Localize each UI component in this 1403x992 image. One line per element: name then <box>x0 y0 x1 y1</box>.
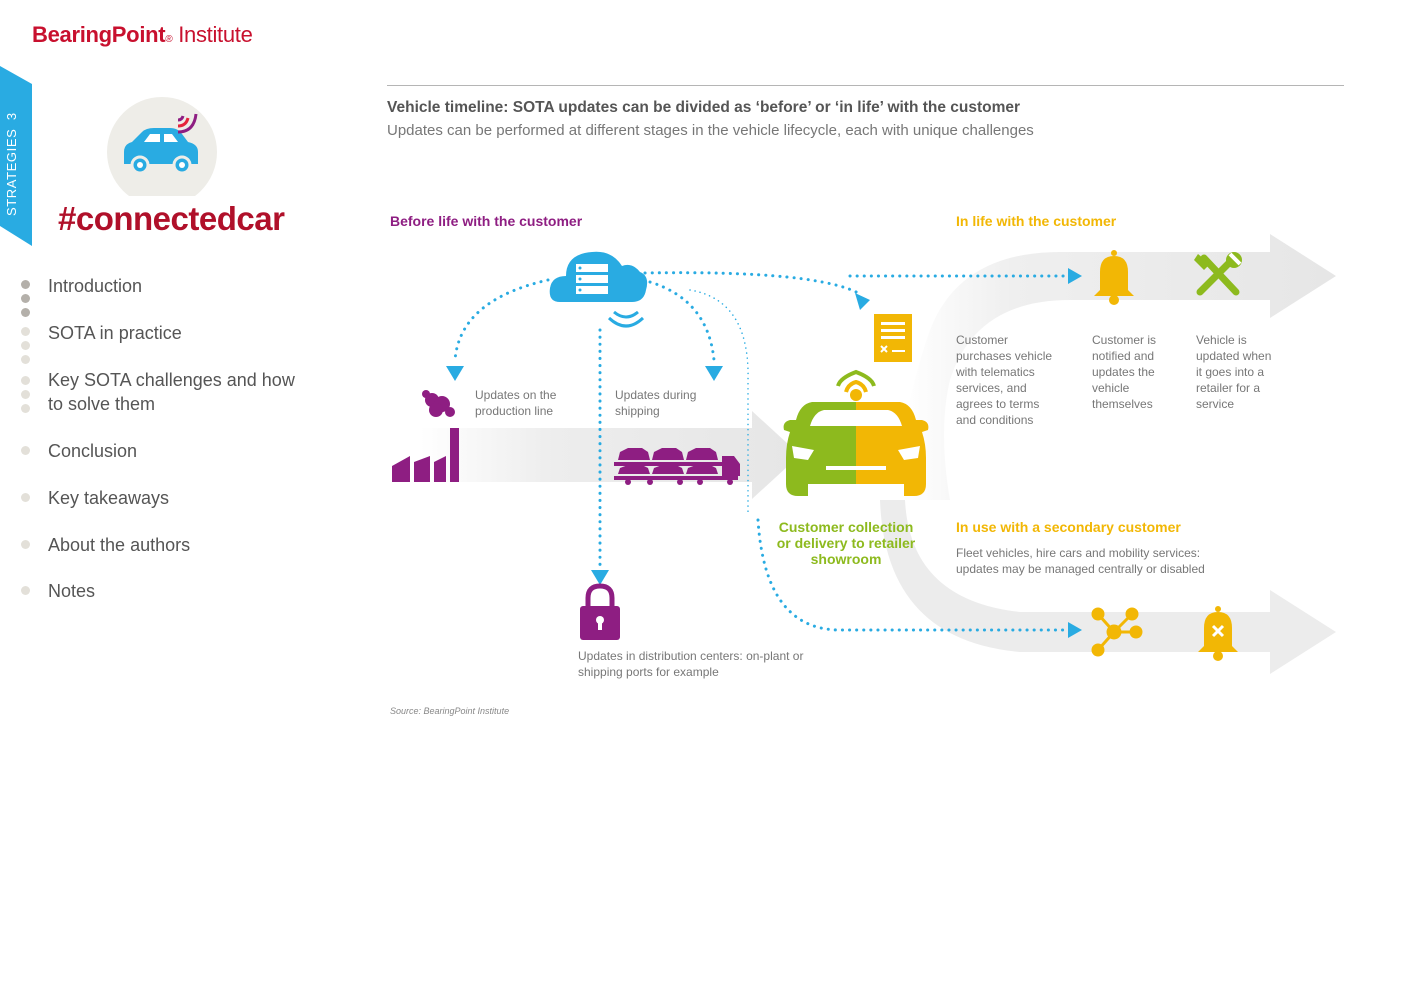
nav-dot <box>21 493 30 502</box>
figure-subtitle: Updates can be performed at different st… <box>387 122 1034 139</box>
padlock-icon <box>580 583 620 640</box>
shipping-label: Updates during shipping <box>615 388 697 418</box>
secondary-customer-desc: Fleet vehicles, hire cars and mobility s… <box>956 546 1205 576</box>
cloud-server-icon <box>549 251 648 328</box>
nav-sota-in-practice[interactable]: SOTA in practice <box>48 323 182 343</box>
nav-dot <box>21 540 30 549</box>
nav-dot <box>21 327 30 336</box>
bearingpoint-logo: BearingPoint® Institute <box>32 22 253 47</box>
source-note: Source: BearingPoint Institute <box>390 706 510 716</box>
nav-dot <box>21 446 30 455</box>
bell-icon <box>1094 250 1134 305</box>
before-life-header: Before life with the customer <box>390 213 583 229</box>
nav-introduction[interactable]: Introduction <box>48 276 143 296</box>
production-line-label: Updates on the production line <box>475 388 557 418</box>
nav-dot <box>21 390 30 399</box>
connected-car-icon <box>107 97 217 196</box>
nav-dot <box>21 355 30 364</box>
nav-dot <box>21 376 30 385</box>
factory-icon <box>392 390 459 482</box>
nav-conclusion[interactable]: Conclusion <box>48 441 138 461</box>
connected-car-icon <box>783 369 929 496</box>
nav-dot <box>21 341 30 350</box>
network-icon <box>1091 607 1143 657</box>
step-notified-label: Customer is notified and updates the veh… <box>1092 333 1157 411</box>
figure-title: Vehicle timeline: SOTA updates can be di… <box>387 99 1021 116</box>
nav-dot <box>21 404 30 413</box>
nav-dot <box>21 586 30 595</box>
vehicle-timeline-diagram <box>392 234 1336 674</box>
nav-dot <box>21 308 30 317</box>
in-life-header: In life with the customer <box>956 213 1117 229</box>
contract-icon <box>874 314 912 362</box>
section-tab-label: STRATEGIES 3 <box>4 112 19 216</box>
header-rule <box>387 85 1344 86</box>
distribution-label: Updates in distribution centers: on-plan… <box>578 649 804 679</box>
nav-key-challenges[interactable]: Key SOTA challenges and how to solve the… <box>48 370 295 414</box>
step-purchase-label: Customer purchases vehicle with telemati… <box>956 333 1053 427</box>
secondary-customer-header: In use with a secondary customer <box>956 519 1181 535</box>
tools-icon <box>1194 252 1242 296</box>
collection-label: Customer collection or delivery to retai… <box>776 519 916 567</box>
hashtag-title: #connectedcar <box>58 200 285 237</box>
section-tab <box>0 66 32 246</box>
nav-dot <box>21 280 30 289</box>
nav-dot <box>21 294 30 303</box>
step-retailer-label: Vehicle is updated when it goes into a r… <box>1196 333 1272 411</box>
bell-muted-icon <box>1198 606 1238 661</box>
nav-notes[interactable]: Notes <box>48 581 96 601</box>
nav-about-authors[interactable]: About the authors <box>48 535 191 555</box>
nav-key-takeaways[interactable]: Key takeaways <box>48 488 170 508</box>
car-transporter-icon <box>614 448 740 485</box>
